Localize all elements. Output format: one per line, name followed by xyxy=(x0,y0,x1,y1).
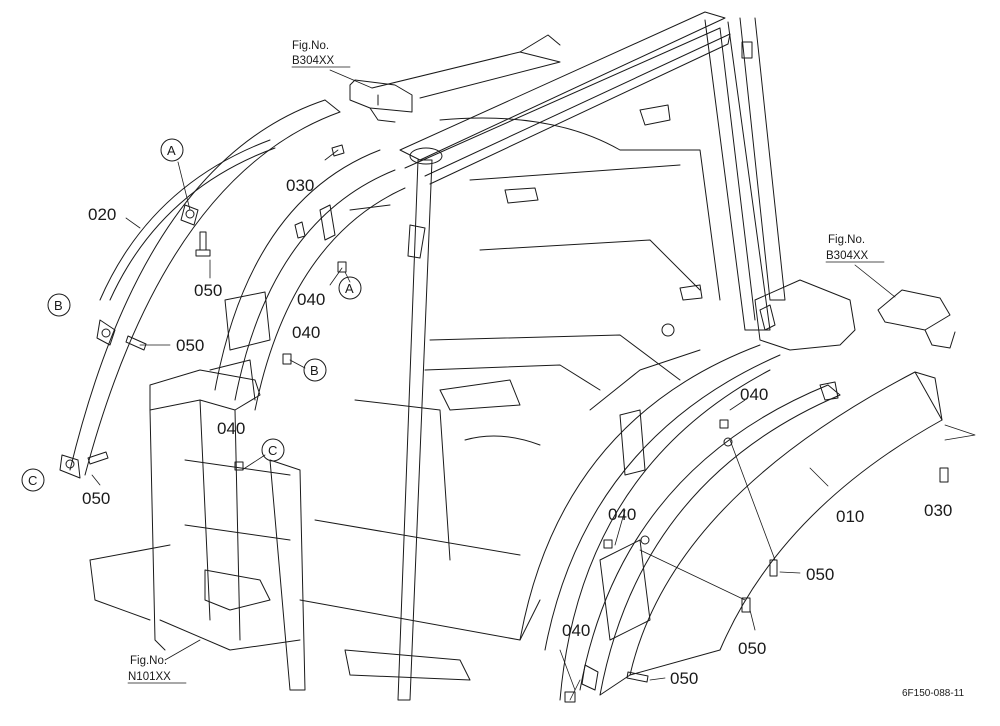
fig-ref-label: Fig.No. xyxy=(828,234,865,246)
part-number-010: 010 xyxy=(836,507,864,526)
callout-b: B xyxy=(54,298,63,313)
fender-010 xyxy=(579,371,943,696)
part-number-020: 020 xyxy=(88,205,116,224)
part-number-050: 050 xyxy=(194,281,222,300)
callout-a: A xyxy=(345,281,354,296)
part-number-040: 040 xyxy=(740,385,768,404)
cab-frame xyxy=(89,11,956,701)
ref-underlines xyxy=(127,66,885,684)
part-number-030: 030 xyxy=(286,176,314,195)
part-number-040: 040 xyxy=(562,621,590,640)
fig-ref-code: B304XX xyxy=(826,250,869,262)
callout-c: C xyxy=(268,443,277,458)
part-number-050: 050 xyxy=(82,489,110,508)
part-number-040: 040 xyxy=(608,505,636,524)
callout-circles xyxy=(21,138,362,492)
callout-c: C xyxy=(28,473,37,488)
fig-ref-code: B304XX xyxy=(292,55,335,67)
fig-ref-label: Fig.No. xyxy=(130,655,167,667)
part-number-050: 050 xyxy=(738,639,766,658)
fig-ref-label: Fig.No. xyxy=(292,40,329,52)
fasteners xyxy=(87,144,949,703)
part-number-040: 040 xyxy=(292,323,320,342)
leader-lines xyxy=(91,69,976,701)
part-number-040: 040 xyxy=(297,290,325,309)
part-number-030: 030 xyxy=(924,501,952,520)
fig-ref-code: N101XX xyxy=(128,671,171,683)
part-number-050: 050 xyxy=(806,565,834,584)
callout-b: B xyxy=(310,363,319,378)
drawing-code: 6F150-088-11 xyxy=(902,688,965,699)
part-number-040: 040 xyxy=(217,419,245,438)
callout-a: A xyxy=(167,143,176,158)
part-number-050: 050 xyxy=(176,336,204,355)
fender-020 xyxy=(59,99,341,479)
part-number-050: 050 xyxy=(670,669,698,688)
